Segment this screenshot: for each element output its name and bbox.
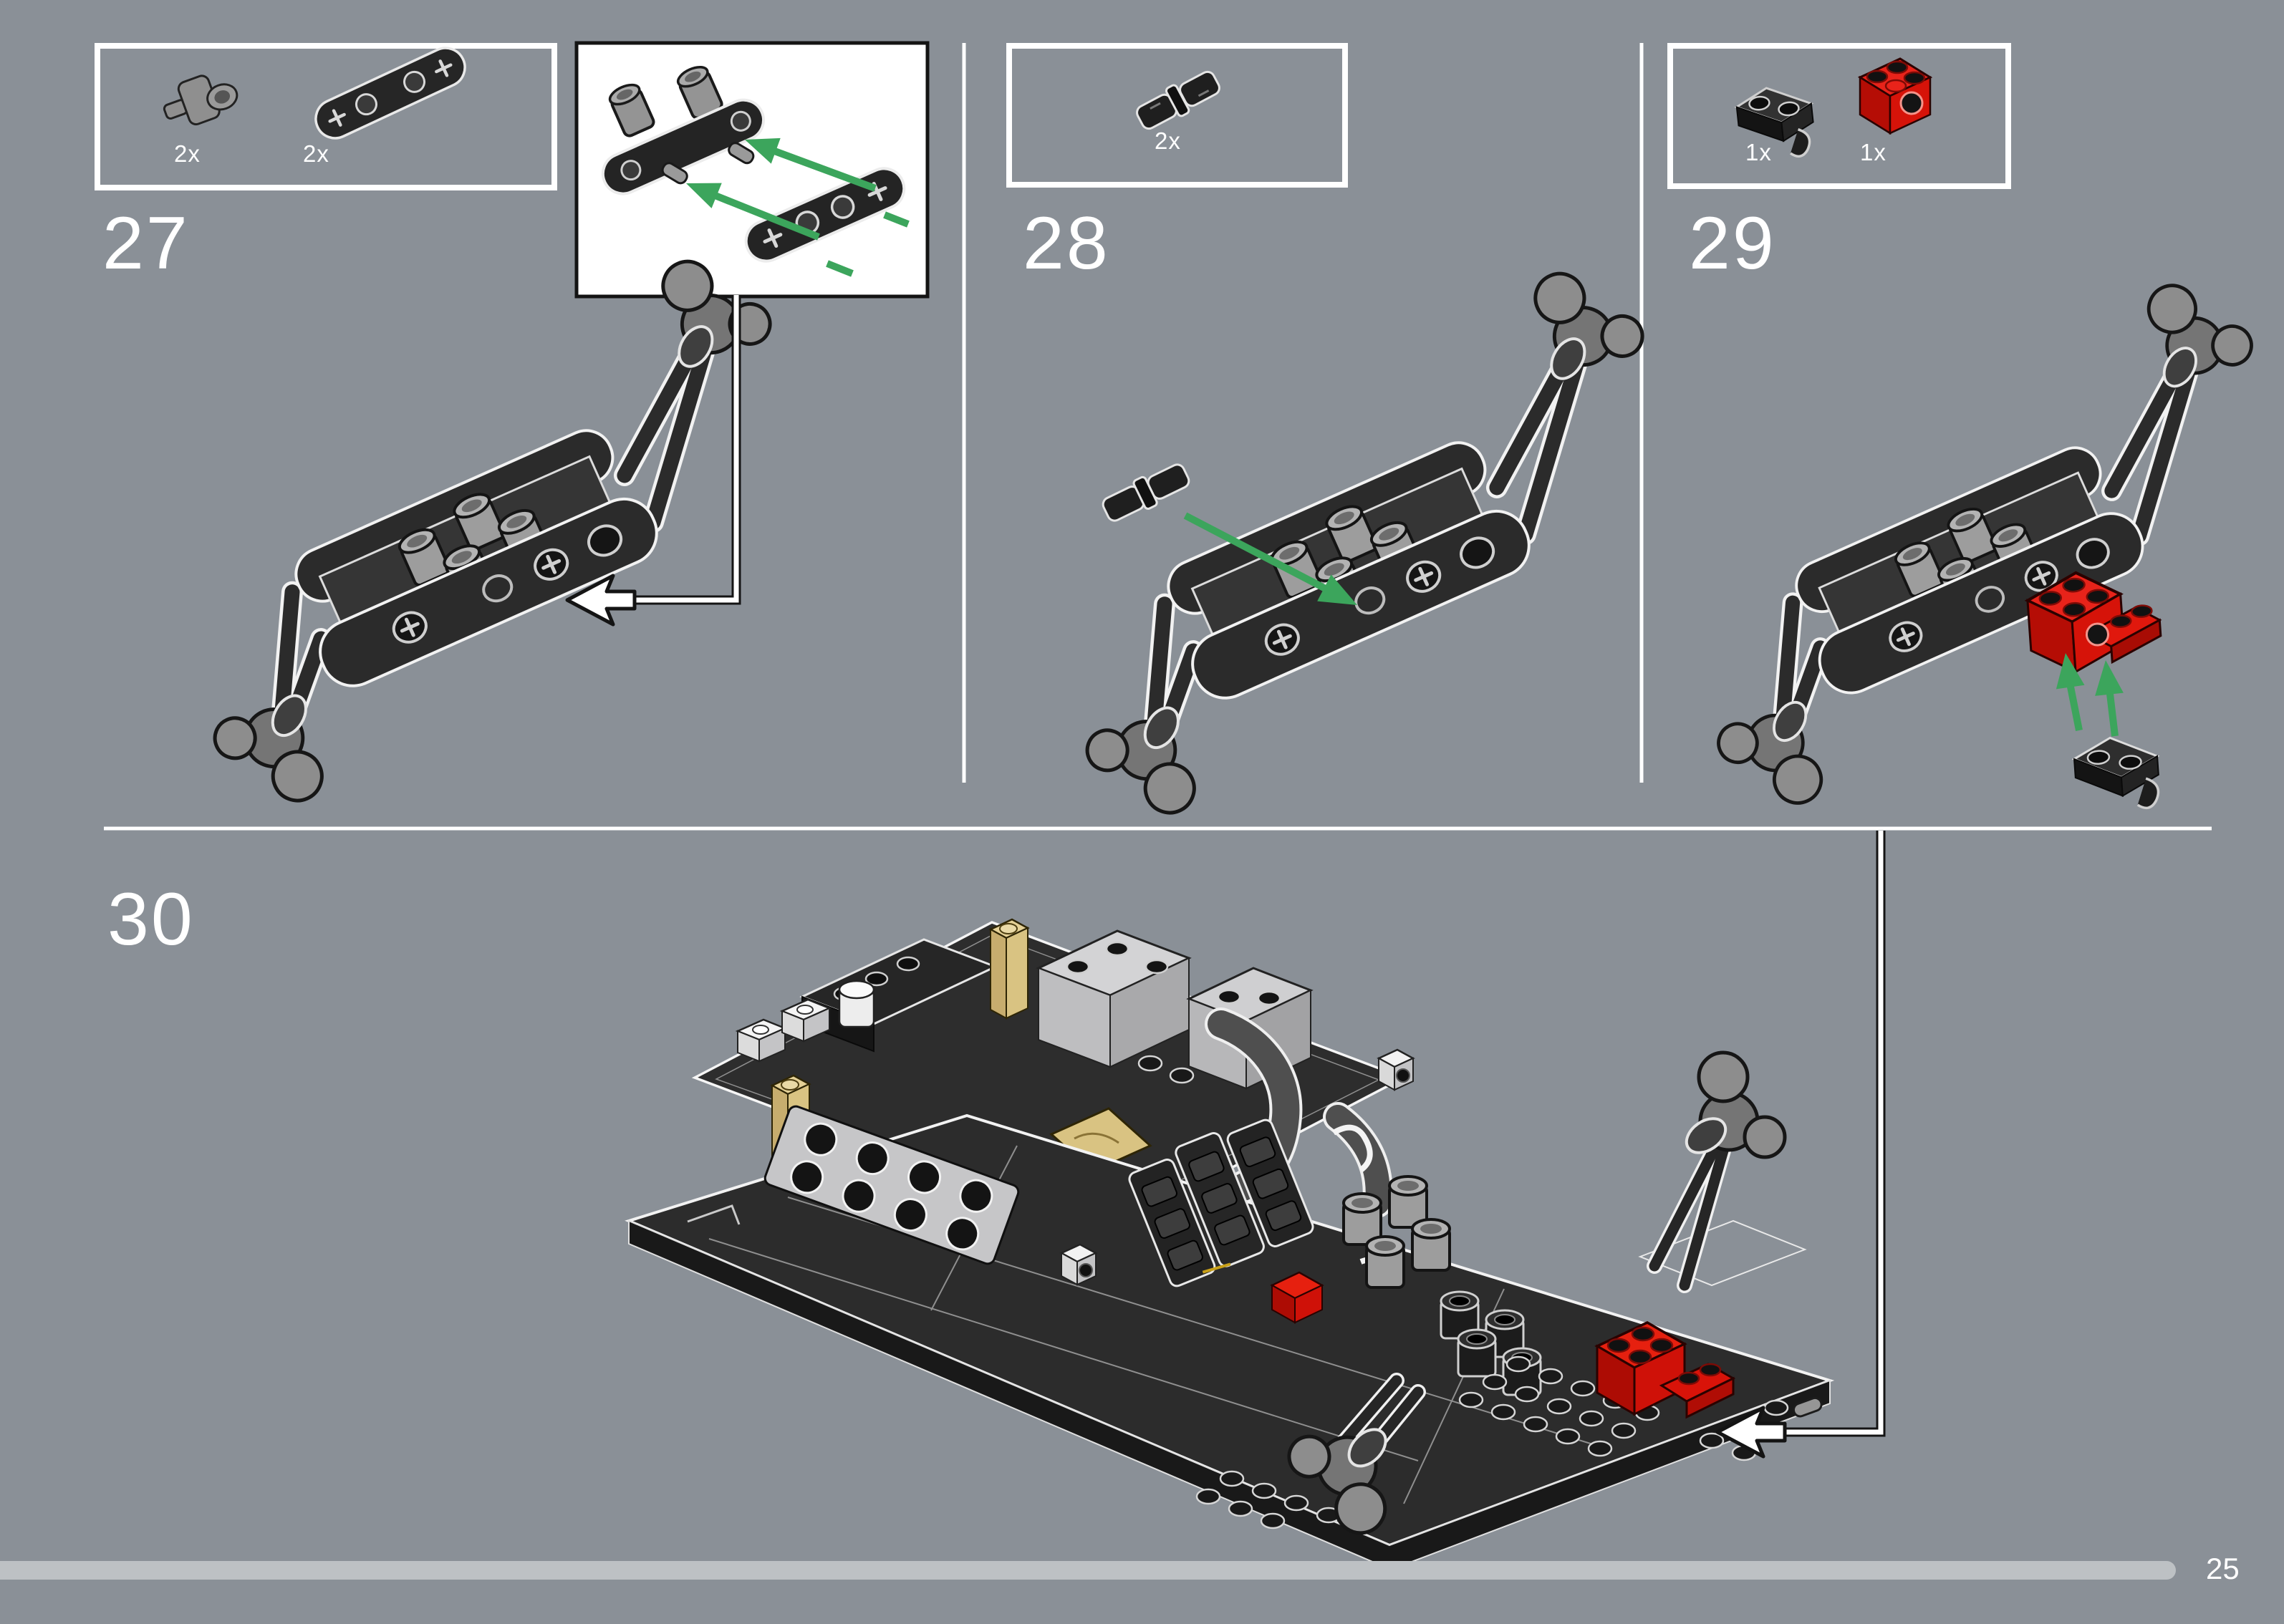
part-technic-brick-1x2-red — [1857, 57, 1933, 135]
step-28-parts-box — [1006, 43, 1348, 188]
step-28-green-arrow — [1183, 512, 1357, 605]
step-27-parts-box — [95, 43, 557, 190]
step-30-callout — [1717, 831, 1886, 1456]
section-dividers — [104, 43, 2212, 831]
part-count: 1x — [1745, 139, 1772, 165]
part-technic-friction-pin — [1136, 70, 1220, 130]
step-29-green-arrows — [2056, 653, 2124, 737]
rear-red-brick — [1594, 1321, 1736, 1419]
center-red-brick — [1270, 1271, 1324, 1324]
part-technic-axle-and-pin-connector — [163, 74, 238, 126]
step-29-number: 29 — [1689, 202, 1776, 285]
gray-technic-row — [763, 1105, 1020, 1265]
inset-illustration — [601, 66, 910, 277]
step-29-parts-box — [1667, 43, 2011, 189]
tow-pin — [1792, 1396, 1823, 1418]
rear-suspension — [1286, 1053, 1785, 1543]
gray-bricks-top — [1036, 929, 1314, 1090]
part-count: 2x — [174, 140, 201, 167]
step-29-assembly-illustration — [1622, 264, 2284, 825]
part-count: 2x — [1155, 127, 1181, 154]
step-30-assembly-illustration — [625, 918, 1835, 1571]
step-27-assembly-illustration — [114, 238, 872, 823]
part-count: 2x — [303, 140, 329, 167]
part-count: 1x — [1860, 139, 1887, 165]
part-technic-liftarm-1x4-thin — [314, 47, 466, 140]
white-bricks — [735, 980, 875, 1063]
step-29-clip-plate-part — [2071, 736, 2160, 810]
engine-block — [1128, 1118, 1314, 1287]
step-28-assembly-illustration — [986, 251, 1744, 836]
step-29-red-brick — [2024, 571, 2162, 674]
step-27-number: 27 — [102, 202, 190, 285]
part-plate-1x2-with-clip — [1734, 87, 1814, 158]
step-28-pin-part — [1102, 463, 1190, 522]
step-27-callout — [567, 295, 741, 624]
step-28-number: 28 — [1023, 202, 1110, 285]
progress-bar — [0, 1561, 2176, 1580]
page-number: 25 — [2206, 1552, 2240, 1585]
inset-green-arrows — [686, 137, 910, 277]
step-30-number: 30 — [107, 878, 195, 961]
